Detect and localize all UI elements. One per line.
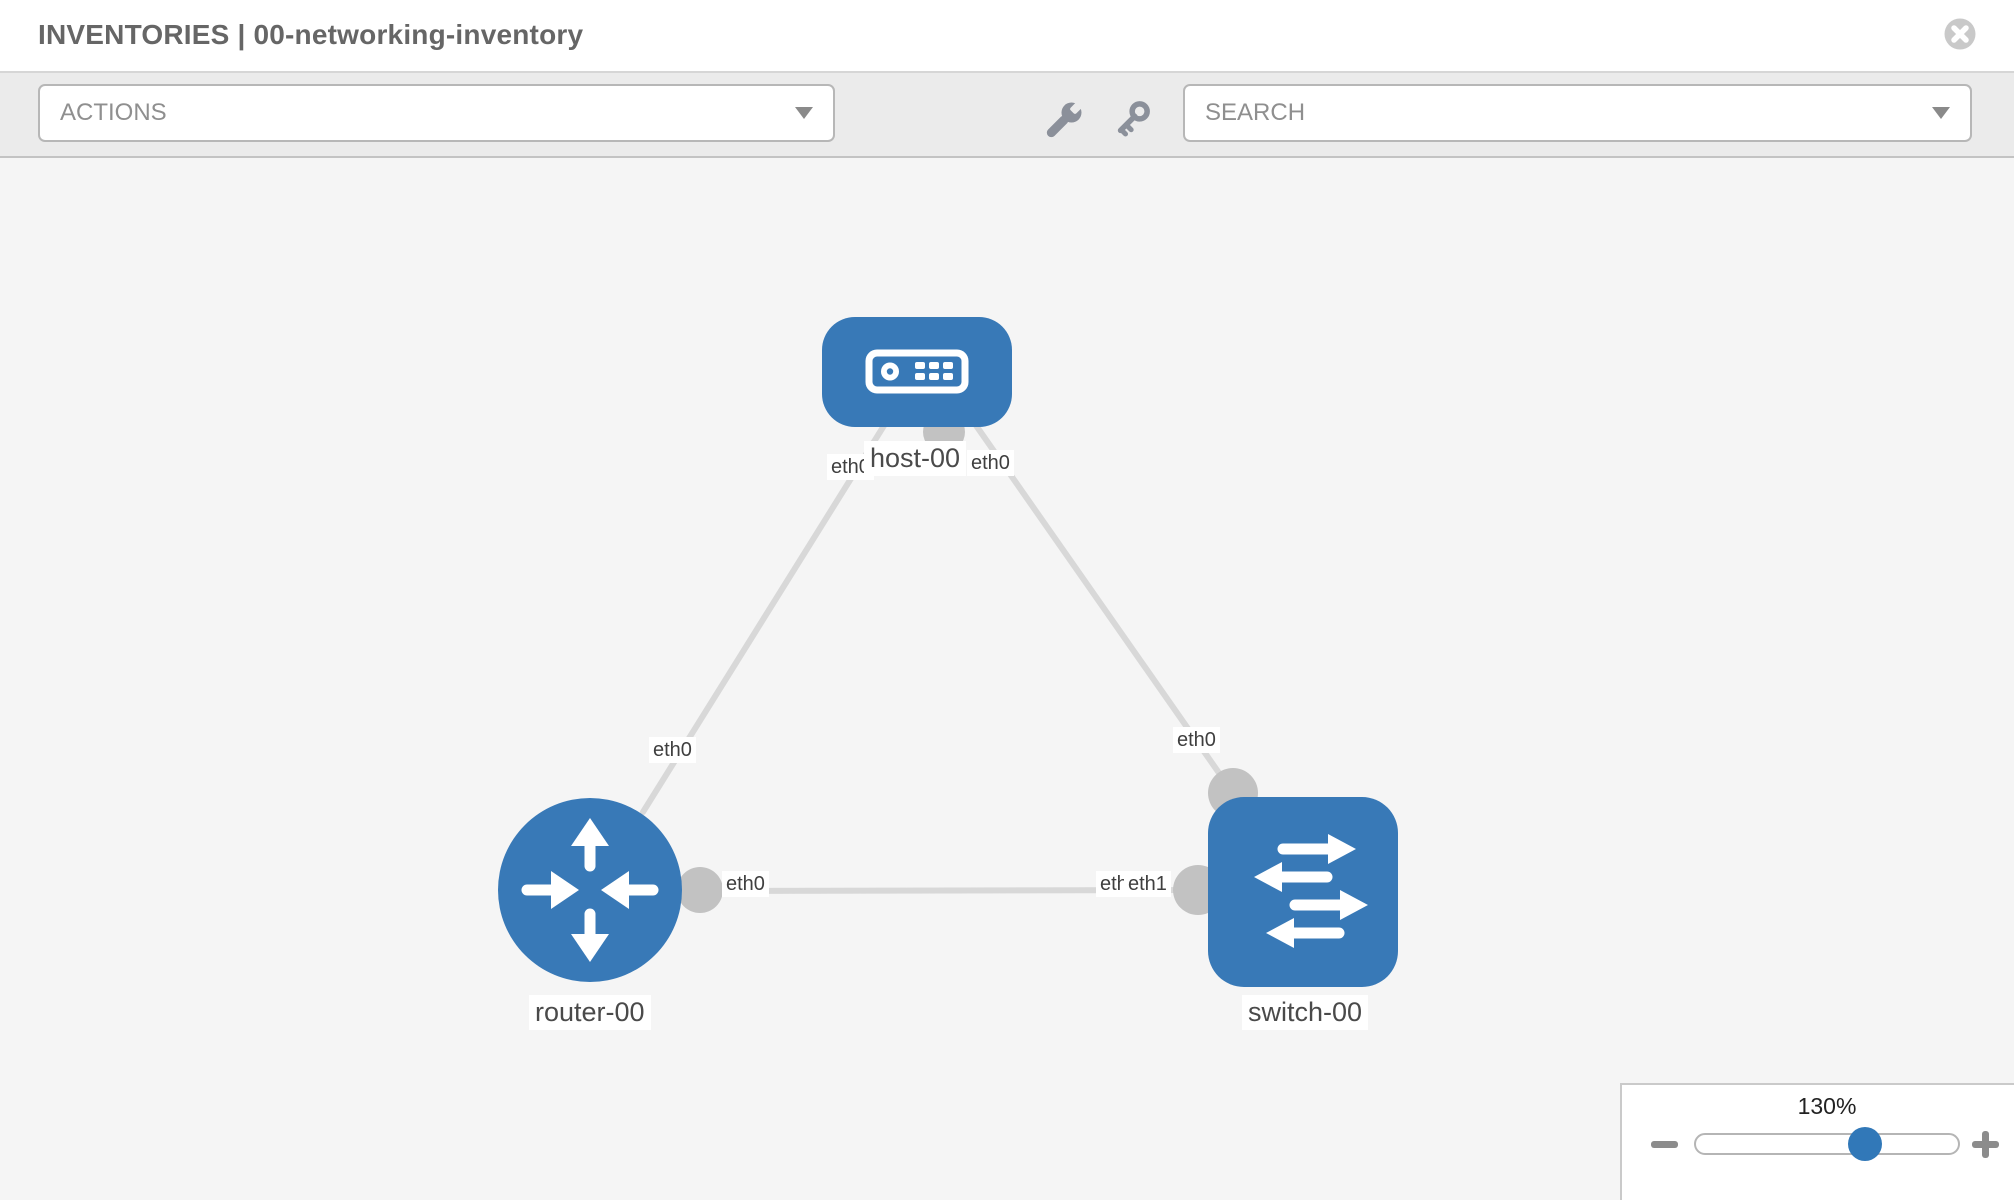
host-icon xyxy=(865,349,969,394)
key-icon xyxy=(1117,101,1150,137)
topology-svg xyxy=(498,317,1398,987)
page-title: INVENTORIES | 00-networking-inventory xyxy=(38,19,584,50)
interface-label-chip: eth0 xyxy=(967,450,1014,476)
zoom-out-button[interactable] xyxy=(1651,1141,1678,1148)
interface-dot-router-eth0 xyxy=(677,867,723,913)
chevron-down-icon xyxy=(1932,107,1950,119)
node-label-host: host-00 xyxy=(864,441,967,476)
header: INVENTORIES | 00-networking-inventory xyxy=(0,0,2014,73)
configure-topology-button[interactable] xyxy=(1039,95,1087,143)
interface-label-chip: eth0 xyxy=(649,737,696,763)
router-icon xyxy=(521,818,659,962)
zoom-slider-track[interactable] xyxy=(1694,1133,1960,1155)
switch-icon xyxy=(1254,834,1368,948)
toolbar: ACTIONS SEARCH xyxy=(0,73,2014,158)
close-button[interactable] xyxy=(1938,12,1982,56)
zoom-slider-handle[interactable] xyxy=(1848,1127,1882,1161)
actions-dropdown-label: ACTIONS xyxy=(60,99,167,126)
interface-label-chip: eth0 xyxy=(722,871,769,897)
node-label-switch: switch-00 xyxy=(1242,995,1369,1030)
topology-canvas[interactable] xyxy=(0,158,2014,1200)
node-router-00[interactable] xyxy=(498,798,682,982)
chevron-down-icon xyxy=(795,107,813,119)
plus-icon xyxy=(1982,1131,1989,1158)
node-label-router: router-00 xyxy=(529,995,651,1030)
interface-label-chip: eth1 xyxy=(1124,871,1171,897)
wrench-icon xyxy=(1046,101,1083,138)
zoom-level-value: 130% xyxy=(1797,1093,1857,1119)
interface-label-chip: eth0 xyxy=(1173,727,1220,753)
node-switch-00[interactable] xyxy=(1208,797,1398,987)
search-placeholder: SEARCH xyxy=(1205,99,1306,126)
zoom-control-panel: 130% xyxy=(1620,1083,2014,1200)
toggle-labels-button[interactable] xyxy=(1111,96,1159,144)
search-dropdown[interactable]: SEARCH xyxy=(1183,84,1972,142)
plus-icon xyxy=(1972,1141,1999,1148)
node-host-00[interactable] xyxy=(822,317,1012,427)
actions-dropdown[interactable]: ACTIONS xyxy=(38,84,835,142)
close-icon xyxy=(1944,18,1976,50)
